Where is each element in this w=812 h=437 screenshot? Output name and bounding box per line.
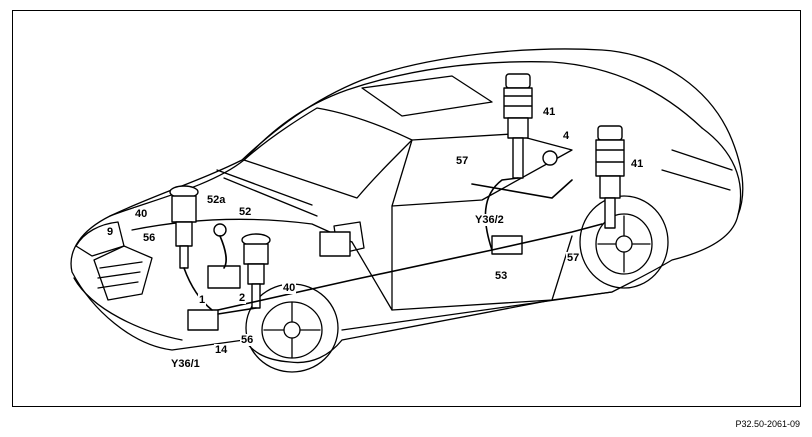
callout-y362: Y36/2 bbox=[474, 214, 505, 226]
callout-9: 9 bbox=[106, 226, 115, 238]
callout-40-mid: 40 bbox=[282, 282, 297, 294]
air-line-main bbox=[217, 223, 603, 311]
sill bbox=[341, 291, 613, 331]
car-body-outline bbox=[70, 48, 744, 364]
grille bbox=[93, 245, 153, 301]
reservoir bbox=[319, 231, 351, 257]
rear-air-strut-left bbox=[503, 73, 533, 179]
valve-unit-front bbox=[187, 309, 219, 331]
rear-air-strut-right bbox=[595, 125, 625, 229]
front-air-strut-left bbox=[169, 185, 199, 269]
callout-4: 4 bbox=[562, 130, 571, 142]
windshield bbox=[243, 107, 413, 199]
sunroof bbox=[361, 75, 493, 117]
front-bumper bbox=[73, 277, 183, 341]
side-window bbox=[391, 133, 573, 207]
callout-41-right: 41 bbox=[630, 158, 645, 170]
figure-reference-code: P32.50-2061-09 bbox=[735, 419, 800, 429]
front-air-strut-right bbox=[241, 233, 271, 309]
valve-unit-rear bbox=[491, 235, 523, 255]
callout-2: 2 bbox=[238, 292, 247, 304]
callout-56-left: 56 bbox=[142, 232, 157, 244]
callout-57-top: 57 bbox=[455, 155, 470, 167]
callout-52: 52 bbox=[238, 206, 253, 218]
callout-57-right: 57 bbox=[566, 252, 581, 264]
callout-1: 1 bbox=[198, 294, 207, 306]
compressor-unit bbox=[207, 265, 241, 289]
callout-53: 53 bbox=[494, 270, 509, 282]
callout-56-bottom: 56 bbox=[240, 334, 255, 346]
air-line-front bbox=[183, 267, 213, 311]
callout-41-top: 41 bbox=[542, 106, 557, 118]
rear-wheel bbox=[579, 195, 669, 289]
rear-axle-line bbox=[471, 179, 573, 199]
callout-40-left: 40 bbox=[134, 208, 149, 220]
wiper bbox=[216, 169, 318, 217]
air-line-rear-left bbox=[484, 177, 519, 251]
callout-52a: 52a bbox=[206, 194, 227, 206]
pressure-sensor bbox=[213, 223, 227, 237]
vehicle-airmatic-illustration bbox=[70, 48, 744, 373]
roof-line bbox=[243, 61, 703, 161]
level-sensor-rear bbox=[542, 150, 558, 166]
callout-y361: Y36/1 bbox=[170, 358, 201, 370]
rear-end bbox=[701, 127, 742, 216]
hood-crease bbox=[131, 218, 353, 243]
callout-14: 14 bbox=[214, 344, 229, 356]
headlight bbox=[75, 221, 125, 257]
